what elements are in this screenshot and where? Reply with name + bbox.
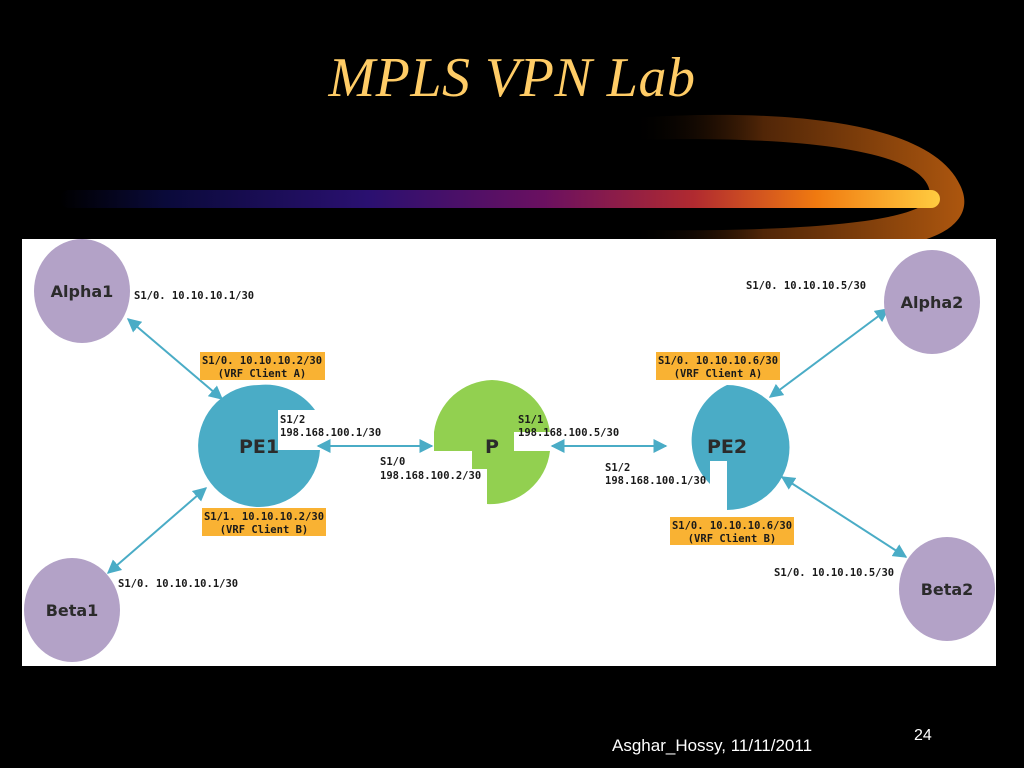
svg-text:(VRF Client B): (VRF Client B) (220, 524, 309, 536)
slide-number: 24 (914, 727, 932, 744)
router-alpha2[interactable]: Alpha2 (884, 250, 980, 354)
beta1-interface-label: S1/0. 10.10.10.1/30 (118, 578, 238, 590)
vrf-tag-pe2-client-b: S1/0. 10.10.10.6/30 (VRF Client B) (670, 517, 794, 545)
beta2-interface-label: S1/0. 10.10.10.5/30 (774, 567, 894, 579)
svg-text:Alpha1: Alpha1 (51, 282, 114, 301)
link-beta1-pe1 (106, 487, 208, 574)
router-pe2[interactable]: PE2 (691, 385, 790, 510)
svg-text:S1/0. 10.10.10.2/30: S1/0. 10.10.10.2/30 (202, 355, 322, 367)
svg-text:P: P (485, 436, 499, 458)
pe2-s12-ip: 198.168.100.1/30 (605, 475, 706, 487)
p-s11-name: S1/1 (518, 414, 543, 426)
slide-title: MPLS VPN Lab (328, 47, 696, 109)
link-alpha2-pe2 (768, 308, 890, 398)
svg-text:Alpha2: Alpha2 (901, 293, 964, 312)
vrf-tag-pe2-client-a: S1/0. 10.10.10.6/30 (VRF Client A) (656, 352, 780, 380)
decorative-swoosh (60, 114, 965, 245)
svg-text:(VRF Client B): (VRF Client B) (688, 533, 777, 545)
pe1-s12-ip: 198.168.100.1/30 (280, 427, 381, 439)
svg-text:Beta1: Beta1 (46, 601, 99, 620)
svg-text:S1/1. 10.10.10.2/30: S1/1. 10.10.10.2/30 (204, 511, 324, 523)
router-pe1[interactable]: PE1 (198, 384, 320, 507)
network-diagram: Alpha1 Beta1 Alpha2 Beta2 PE1 P (24, 239, 995, 662)
p-s10-ip: 198.168.100.2/30 (380, 470, 481, 482)
pe1-s12-name: S1/2 (280, 414, 305, 426)
alpha1-interface-label: S1/0. 10.10.10.1/30 (134, 290, 254, 302)
network-diagram-panel: Alpha1 Beta1 Alpha2 Beta2 PE1 P (22, 239, 996, 666)
svg-text:Beta2: Beta2 (921, 580, 974, 599)
vrf-tag-pe1-client-a: S1/0. 10.10.10.2/30 (VRF Client A) (200, 352, 325, 380)
svg-text:(VRF Client A): (VRF Client A) (218, 368, 307, 380)
svg-text:S1/0. 10.10.10.6/30: S1/0. 10.10.10.6/30 (658, 355, 778, 367)
link-alpha1-pe1 (126, 318, 224, 400)
link-beta2-pe2 (780, 476, 908, 558)
footer-author-date: Asghar_Hossy, 11/11/2011 (612, 736, 813, 755)
router-p[interactable]: P (434, 380, 550, 505)
router-beta1[interactable]: Beta1 (24, 558, 120, 662)
router-alpha1[interactable]: Alpha1 (34, 239, 130, 343)
router-beta2[interactable]: Beta2 (899, 537, 995, 641)
svg-text:PE1: PE1 (239, 436, 279, 458)
svg-text:(VRF Client A): (VRF Client A) (674, 368, 763, 380)
svg-text:S1/0. 10.10.10.6/30: S1/0. 10.10.10.6/30 (672, 520, 792, 532)
pe2-s12-name: S1/2 (605, 462, 630, 474)
p-s11-ip: 198.168.100.5/30 (518, 427, 619, 439)
svg-text:PE2: PE2 (707, 436, 747, 458)
vrf-tag-pe1-client-b: S1/1. 10.10.10.2/30 (VRF Client B) (202, 508, 326, 536)
alpha2-interface-label: S1/0. 10.10.10.5/30 (746, 280, 866, 292)
p-s10-name: S1/0 (380, 456, 405, 468)
